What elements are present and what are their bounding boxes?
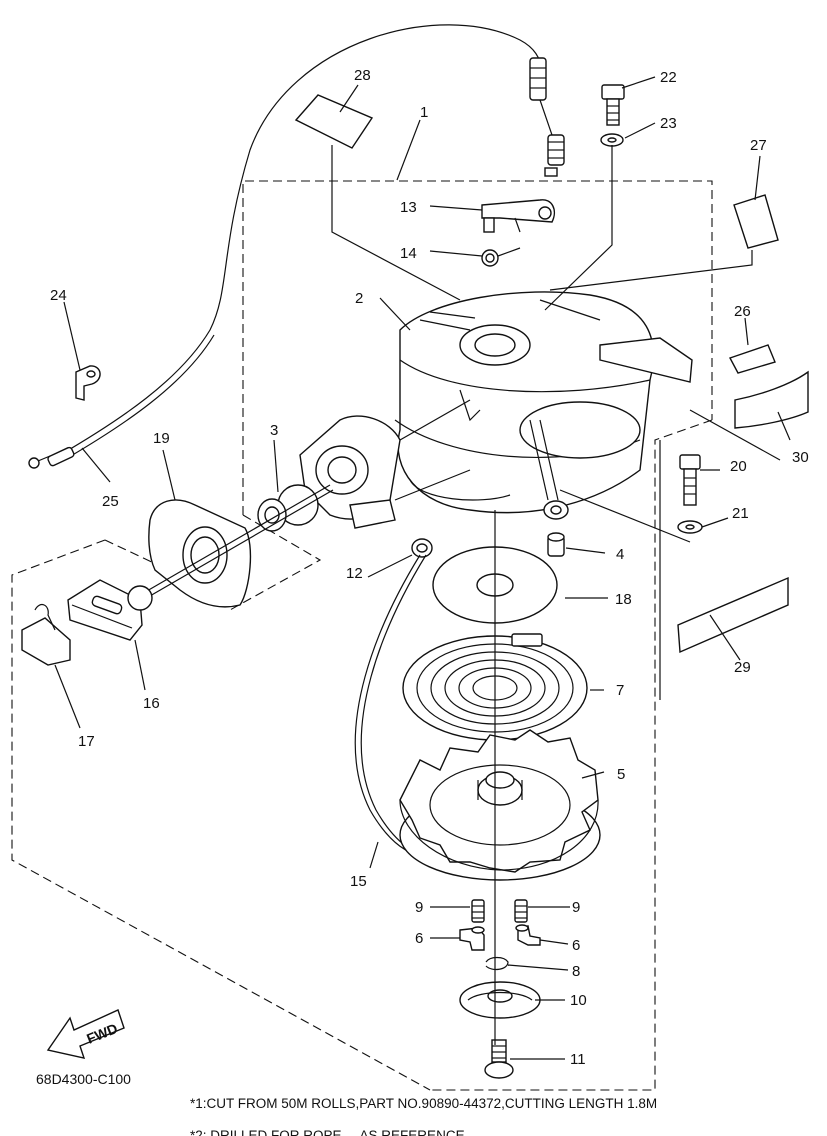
bush-3 (257, 484, 319, 532)
part-label: 1 (420, 104, 428, 121)
starter-rope (139, 484, 331, 596)
decal-27 (733, 194, 779, 249)
starter-housing (299, 291, 654, 529)
bolt-20 (679, 454, 701, 506)
screw-11 (484, 1039, 514, 1079)
friction-plate-10 (459, 981, 541, 1019)
decal-28 (294, 94, 374, 149)
part-label: 29 (734, 659, 751, 676)
collar-4 (547, 532, 565, 557)
bracket-17 (21, 603, 71, 666)
part-label: 20 (730, 458, 747, 475)
part-label: 9 (415, 899, 423, 916)
part-label: 21 (732, 505, 749, 522)
part-label: 10 (570, 992, 587, 1009)
pawl-6-right (515, 924, 541, 946)
leader-lines (54, 76, 791, 1060)
drawing-code: 68D4300-C100 (36, 1071, 131, 1087)
pawl-6-left (459, 926, 485, 951)
part-label: 4 (616, 546, 624, 563)
part-label: 6 (415, 930, 423, 947)
part-label: 9 (572, 899, 580, 916)
plate-guide (599, 337, 693, 383)
part-label: 19 (153, 430, 170, 447)
link-spring (544, 134, 565, 177)
spring-9-left (471, 899, 485, 923)
washer-23 (600, 133, 624, 147)
part-label: 25 (102, 493, 119, 510)
part-label: 8 (572, 963, 580, 980)
part-label: 12 (346, 565, 363, 582)
lever-13 (481, 199, 556, 233)
part-label: 23 (660, 115, 677, 132)
footnote: *1:CUT FROM 50M ROLLS,PART NO.90890-4437… (190, 1096, 657, 1111)
part-label: 24 (50, 287, 67, 304)
part-label: 6 (572, 937, 580, 954)
part-label: 15 (350, 873, 367, 890)
rope-guide-12 (411, 538, 433, 558)
part-label: 27 (750, 137, 767, 154)
part-label: 2 (355, 290, 363, 307)
part-label: 22 (660, 69, 677, 86)
part-labels: 1 2 3 4 5 6 6 7 8 9 9 10 11 12 13 14 15 … (50, 67, 809, 1068)
fwd-arrow-icon: FWD (46, 1009, 125, 1059)
part-label: 7 (616, 682, 624, 699)
choke-cable (28, 24, 553, 469)
part-label: 28 (354, 67, 371, 84)
part-label: 5 (617, 766, 625, 783)
spring-14 (481, 247, 521, 267)
clip-8 (485, 956, 509, 971)
washer-21 (677, 520, 703, 534)
handle-16 (67, 579, 153, 641)
bolt-22 (601, 84, 625, 126)
plate-30 (734, 370, 809, 429)
footnote-second-line: *2: DRILLED FOR ROPE ... AS REFERENCE (190, 1128, 465, 1136)
part-label: 17 (78, 733, 95, 750)
part-label: 18 (615, 591, 632, 608)
part-label: 13 (400, 199, 417, 216)
decal-26 (728, 344, 776, 374)
part-label: 30 (792, 449, 809, 466)
part-label: 11 (570, 1051, 586, 1068)
spring-9-right (514, 899, 528, 923)
drive-reel-5 (399, 729, 601, 881)
part-label: 14 (400, 245, 417, 262)
part-label: 16 (143, 695, 160, 712)
grommet-19 (148, 499, 252, 608)
clamp-24 (75, 365, 101, 401)
part-label: 26 (734, 303, 751, 320)
part-label: 3 (270, 422, 278, 439)
plate-29 (677, 576, 789, 654)
